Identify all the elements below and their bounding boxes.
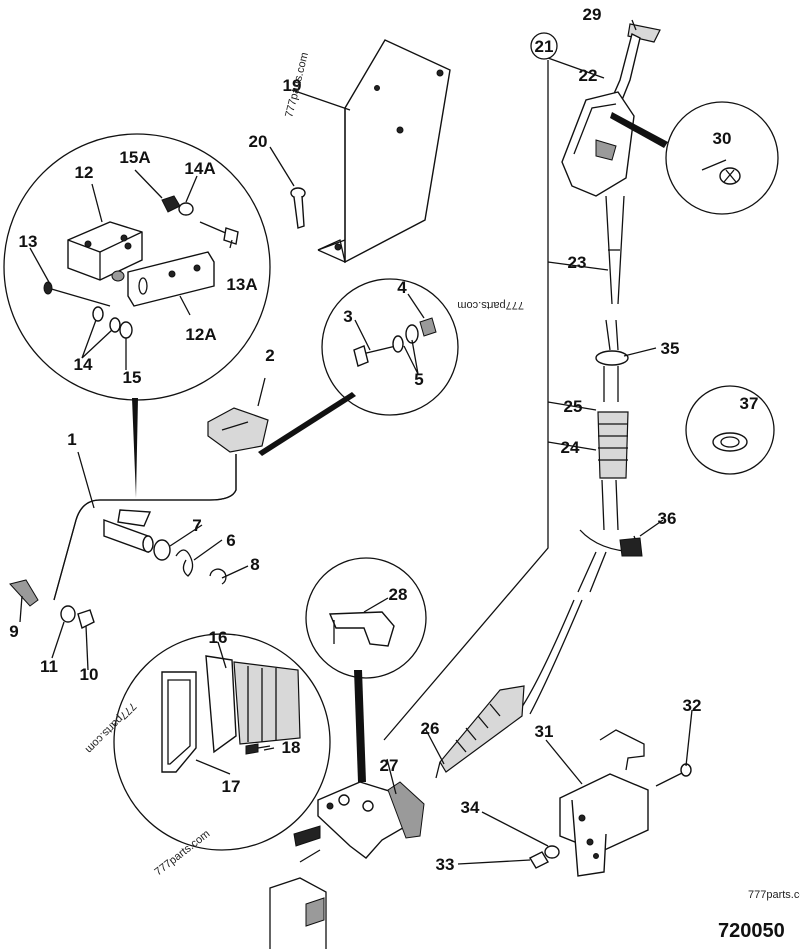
callout-31: 31: [535, 722, 554, 741]
watermark: 777parts.com: [152, 828, 212, 878]
callout-16: 16: [209, 628, 228, 647]
callout-13a: 13A: [226, 275, 257, 294]
detail-pointer: [132, 398, 138, 498]
callout-34: 34: [461, 798, 480, 817]
callout-5: 5: [414, 370, 423, 389]
callout-19: 19: [283, 76, 302, 95]
callout-22: 22: [579, 66, 598, 85]
nut-washer: [529, 845, 560, 869]
linkage-assembly: [269, 781, 425, 949]
detail-circle-screw: [665, 101, 779, 215]
detail-circle-clip: [305, 557, 427, 679]
callout-14a: 14A: [184, 159, 215, 178]
watermarks: 777parts.com 777parts.com 777parts.com 7…: [83, 51, 800, 901]
callout-8: 8: [250, 555, 259, 574]
callout-28: 28: [389, 585, 408, 604]
detail-circle-bolt-set: [321, 278, 459, 416]
callout-15a: 15A: [119, 148, 150, 167]
callout-30: 30: [713, 129, 732, 148]
callout-7: 7: [192, 516, 201, 535]
callout-9: 9: [9, 622, 18, 641]
callout-25: 25: [564, 397, 583, 416]
bracket: [317, 39, 451, 264]
detail-pointer: [610, 112, 668, 148]
detail-circle-grommet: [685, 385, 775, 475]
watermark: 777parts.com: [748, 889, 800, 901]
callout-29: 29: [583, 5, 602, 24]
callout-37: 37: [740, 394, 759, 413]
callout-24: 24: [561, 438, 580, 457]
lever-assembly: [9, 407, 269, 630]
callout-labels: 21 29 22 30 23 35 25 37 24 36 19 20 15A …: [9, 5, 758, 874]
callout-4: 4: [397, 278, 407, 297]
callout-13: 13: [19, 232, 38, 251]
callout-23: 23: [568, 253, 587, 272]
diagram-code: 720050: [718, 920, 785, 942]
screw: [290, 187, 306, 229]
callout-27: 27: [380, 756, 399, 775]
bolt: [655, 763, 692, 787]
callout-18: 18: [282, 738, 301, 757]
watermark: 777parts.com: [457, 299, 524, 311]
cable-assembly: [435, 319, 643, 779]
callout-26: 26: [421, 719, 440, 738]
mounting-bracket: [559, 729, 649, 877]
callout-circle: [530, 32, 558, 60]
callout-35: 35: [661, 339, 680, 358]
callout-32: 32: [683, 696, 702, 715]
detail-circle-mount-block: [3, 133, 271, 401]
detail-pointer: [354, 670, 366, 782]
callout-1: 1: [67, 430, 76, 449]
callout-33: 33: [436, 855, 455, 874]
callout-12: 12: [75, 163, 94, 182]
callout-14: 14: [74, 355, 93, 374]
callout-6: 6: [226, 531, 235, 550]
leader-lines: [19, 19, 693, 865]
callout-3: 3: [343, 307, 352, 326]
callout-21: 21: [535, 37, 554, 56]
callout-15: 15: [123, 368, 142, 387]
detail-pointer: [258, 392, 356, 456]
callout-12a: 12A: [185, 325, 216, 344]
detail-circle-gaiter: [113, 633, 331, 851]
callout-2: 2: [265, 346, 274, 365]
callout-11: 11: [40, 657, 58, 676]
callout-17: 17: [222, 777, 241, 796]
callout-10: 10: [80, 665, 99, 684]
callout-20: 20: [249, 132, 268, 151]
callout-36: 36: [658, 509, 677, 528]
watermark: 777parts.com: [83, 700, 139, 756]
